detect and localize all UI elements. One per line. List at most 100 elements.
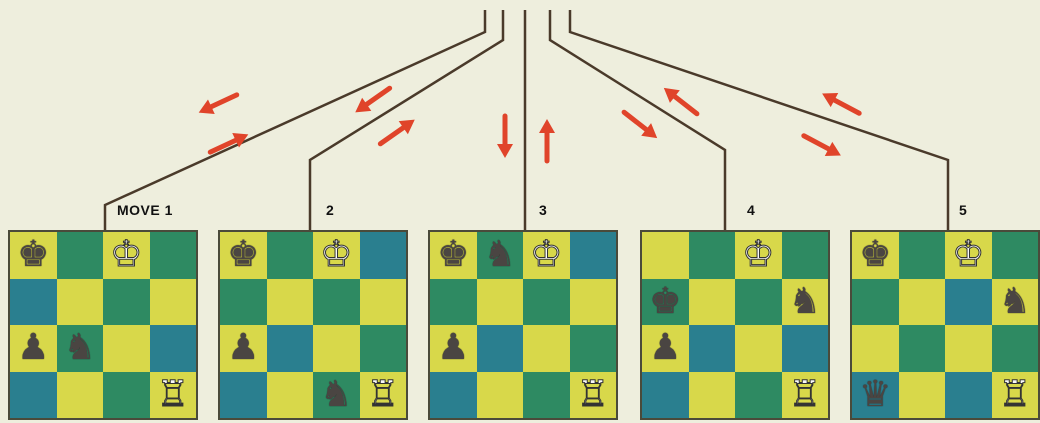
black-king-icon: ♚ [859, 237, 891, 273]
black-queen-icon: ♛ [859, 377, 891, 413]
black-knight-icon: ♞ [320, 377, 352, 413]
board-square: ♟ [642, 325, 689, 372]
chess-board-move-4: ♔ ♚ ♞ ♟ ♖ [640, 230, 830, 420]
black-pawn-icon: ♟ [17, 330, 49, 366]
board-square [10, 372, 57, 419]
board-square: ♖ [992, 372, 1039, 419]
move-label-1: MOVE 1 [117, 202, 173, 218]
board-square [267, 232, 314, 279]
move-label-2: 2 [326, 202, 334, 218]
arrow-down-right-4 [619, 106, 662, 144]
black-king-icon: ♚ [437, 237, 469, 273]
board-square: ♔ [103, 232, 150, 279]
board-square [570, 325, 617, 372]
black-knight-icon: ♞ [484, 237, 516, 273]
board-square [430, 372, 477, 419]
white-king-icon: ♔ [530, 237, 562, 273]
arrow-down-right-5 [800, 129, 845, 163]
white-king-icon: ♔ [320, 237, 352, 273]
chess-board-move-1: ♚♔♟♞♖ [8, 230, 198, 420]
white-rook-icon: ♖ [157, 377, 189, 413]
board-square: ♞ [477, 232, 524, 279]
board-square: ♔ [523, 232, 570, 279]
board-square [360, 232, 407, 279]
board-square [689, 279, 736, 326]
board-square [852, 279, 899, 326]
move-label-4: 4 [747, 202, 755, 218]
board-square [103, 279, 150, 326]
board-square [899, 372, 946, 419]
white-rook-icon: ♖ [999, 377, 1031, 413]
board-square [150, 279, 197, 326]
board-square [945, 279, 992, 326]
board-square [150, 325, 197, 372]
white-king-icon: ♔ [110, 237, 142, 273]
board-square [852, 325, 899, 372]
board-square [945, 372, 992, 419]
board-square: ♖ [150, 372, 197, 419]
board-square [899, 232, 946, 279]
arrow-down-3 [497, 116, 513, 158]
board-square [103, 372, 150, 419]
board-square [992, 325, 1039, 372]
board-square [642, 232, 689, 279]
white-rook-icon: ♖ [367, 377, 399, 413]
board-square: ♚ [430, 232, 477, 279]
board-square: ♚ [10, 232, 57, 279]
arrow-up-3 [539, 119, 555, 161]
board-square: ♚ [852, 232, 899, 279]
board-square [360, 325, 407, 372]
board-square [899, 325, 946, 372]
black-knight-icon: ♞ [999, 284, 1031, 320]
board-square [10, 279, 57, 326]
white-king-icon: ♔ [742, 237, 774, 273]
arrows [195, 82, 863, 163]
connector-wires [105, 10, 948, 230]
move-label-3: 3 [539, 202, 547, 218]
board-square [477, 279, 524, 326]
board-square [992, 232, 1039, 279]
board-square [523, 279, 570, 326]
board-square: ♖ [570, 372, 617, 419]
arrow-up-left-4 [659, 82, 702, 120]
board-square: ♛ [852, 372, 899, 419]
board-square [103, 325, 150, 372]
white-rook-icon: ♖ [577, 377, 609, 413]
board-square [689, 372, 736, 419]
board-square [689, 325, 736, 372]
board-square [267, 372, 314, 419]
chess-board-move-2: ♚ ♔ ♟ ♞ ♖ [218, 230, 408, 420]
board-square [570, 279, 617, 326]
board-square: ♖ [782, 372, 829, 419]
board-square: ♔ [945, 232, 992, 279]
board-square [782, 325, 829, 372]
black-pawn-icon: ♟ [227, 330, 259, 366]
black-king-icon: ♚ [227, 237, 259, 273]
board-square [313, 279, 360, 326]
board-square [267, 325, 314, 372]
board-square [570, 232, 617, 279]
black-king-icon: ♚ [17, 237, 49, 273]
arrow-up-left-5 [818, 86, 863, 120]
board-square [642, 372, 689, 419]
black-pawn-icon: ♟ [649, 330, 681, 366]
board-square: ♟ [220, 325, 267, 372]
board-square [57, 232, 104, 279]
board-square: ♚ [642, 279, 689, 326]
board-square [267, 279, 314, 326]
board-square [150, 232, 197, 279]
board-square: ♔ [313, 232, 360, 279]
wire-move-5 [570, 10, 948, 230]
board-square [57, 279, 104, 326]
board-square [360, 279, 407, 326]
board-square [735, 372, 782, 419]
board-square: ♞ [313, 372, 360, 419]
board-square [220, 372, 267, 419]
board-square [523, 325, 570, 372]
board-square [899, 279, 946, 326]
board-square [782, 232, 829, 279]
black-king-icon: ♚ [649, 284, 681, 320]
chess-board-move-3: ♚♞♔♟♖ [428, 230, 618, 420]
black-knight-icon: ♞ [789, 284, 821, 320]
board-square [689, 232, 736, 279]
